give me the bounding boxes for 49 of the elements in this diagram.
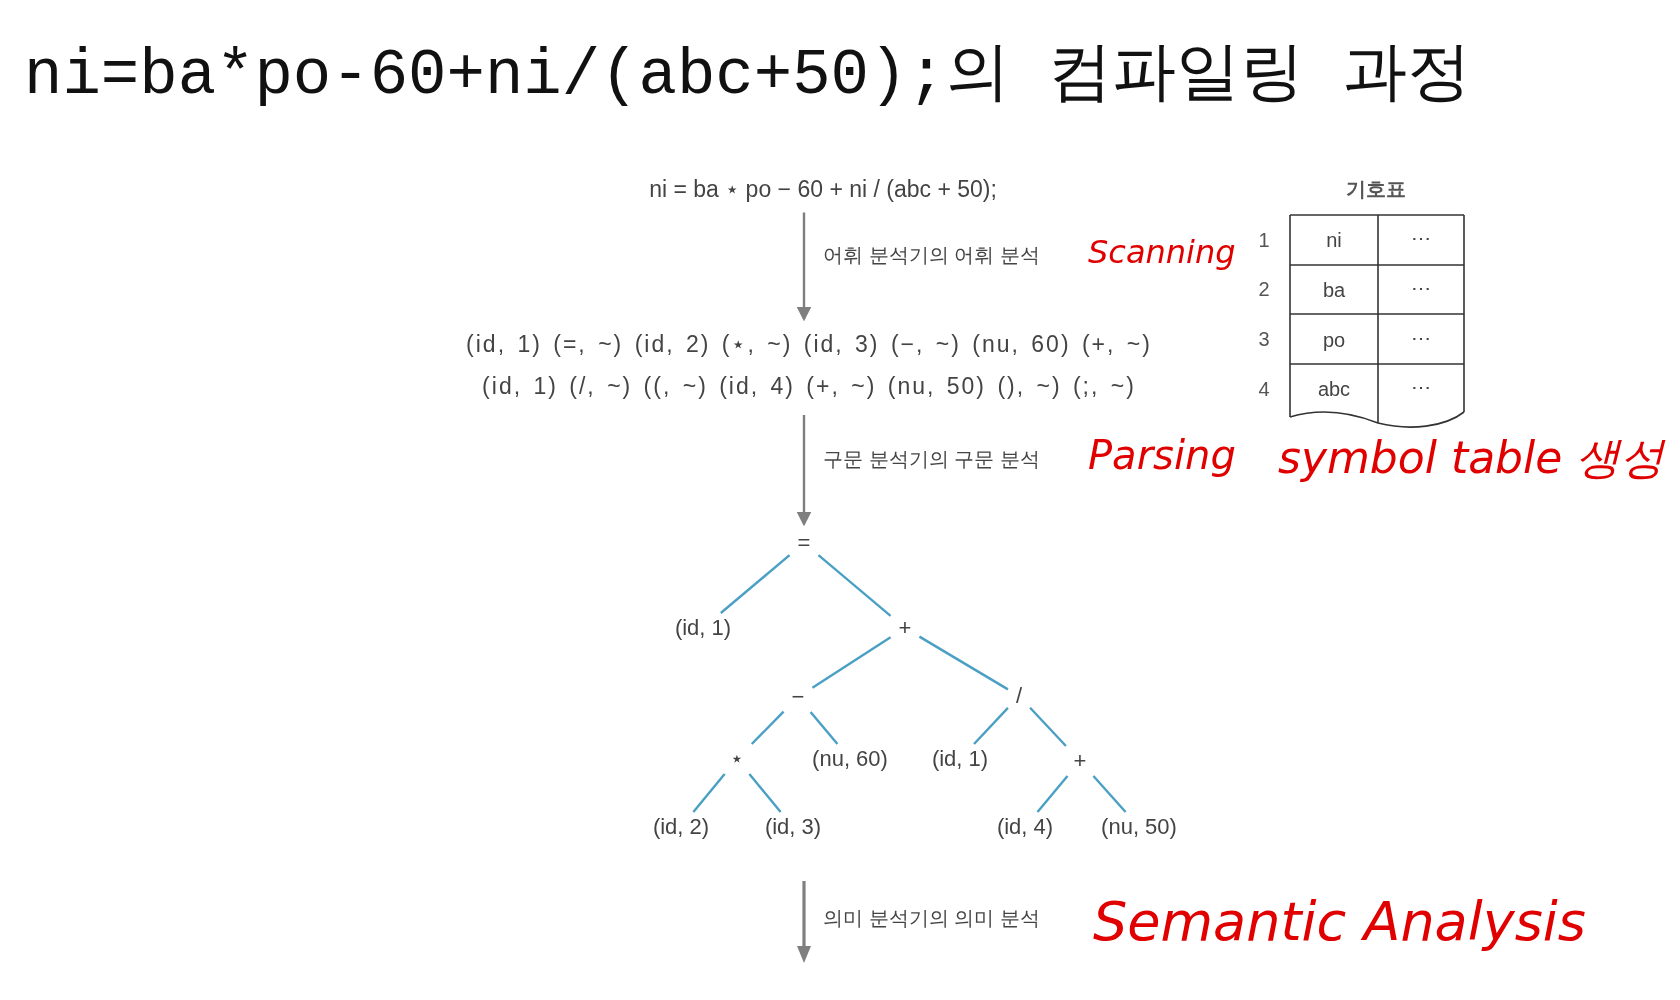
tree-branch [817,554,892,617]
tree-branch [809,711,839,745]
handwritten-note: Scanning [1088,233,1236,271]
tree-node-label: + [1065,746,1095,776]
tree-node-label: (id, 4) [988,812,1062,842]
source-expression: ni = ba ⋆ po − 60 + ni / (abc + 50); [641,173,1005,205]
tree-branch [973,707,1009,745]
tree-branch [1092,775,1127,813]
table-cell: ba [1322,278,1346,302]
tree-node-label: + [890,613,920,643]
tree-branch [811,636,892,689]
row-number: 4 [1258,377,1270,401]
flow-arrow [796,212,812,322]
tree-node-label: (id, 1) [666,613,740,643]
row-number: 1 [1258,228,1270,252]
table-cell: abc [1317,377,1351,401]
handwritten-note: Parsing [1088,432,1236,478]
tree-node-label: ⋆ [722,744,752,774]
tree-branch [918,635,1009,691]
tree-branch [1029,706,1067,747]
tree-node-label: (nu, 60) [804,744,896,774]
tree-node-label: / [1007,681,1031,711]
tree-branch [748,773,782,813]
table-cell: ⋯ [1411,276,1431,300]
tree-branch [750,710,785,745]
tree-branch [692,773,726,813]
table-cell: ⋯ [1411,375,1431,399]
tree-node-label: (id, 2) [644,812,718,842]
step-label: 의미 분석기의 의미 분석 [823,905,1040,931]
table-cell: ni [1326,228,1342,252]
flow-arrow [796,415,812,527]
tree-branch [1036,775,1069,813]
token-line: (id, 1) (/, ~) ((, ~) (id, 4) (+, ~) (nu, 50) (), ~) (;, ~) [481,372,1137,401]
row-number: 3 [1258,327,1270,351]
tree-branch [720,554,791,614]
token-line: (id, 1) (=, ~) (id, 2) (⋆, ~) (id, 3) (−, ~) (nu, 60) (+, ~) [466,330,1152,359]
tree-node-label: = [789,528,819,558]
table-cell: ⋯ [1411,226,1431,250]
handwritten-note: symbol table 생성 [1278,430,1665,485]
row-number: 2 [1258,277,1270,301]
table-cell: po [1322,328,1346,352]
page-title: ni=ba*po-60+ni/(abc+50);의 컴파일링 과정 [24,39,1471,114]
table-cell: ⋯ [1411,326,1431,350]
tree-node-label: (id, 3) [756,812,830,842]
handwritten-note: Semantic Analysis [1093,889,1586,953]
tree-node-label: − [783,682,813,712]
table-heading: 기호표 [1346,176,1406,202]
tree-node-label: (nu, 50) [1093,812,1185,842]
tree-node-label: (id, 1) [923,744,997,774]
